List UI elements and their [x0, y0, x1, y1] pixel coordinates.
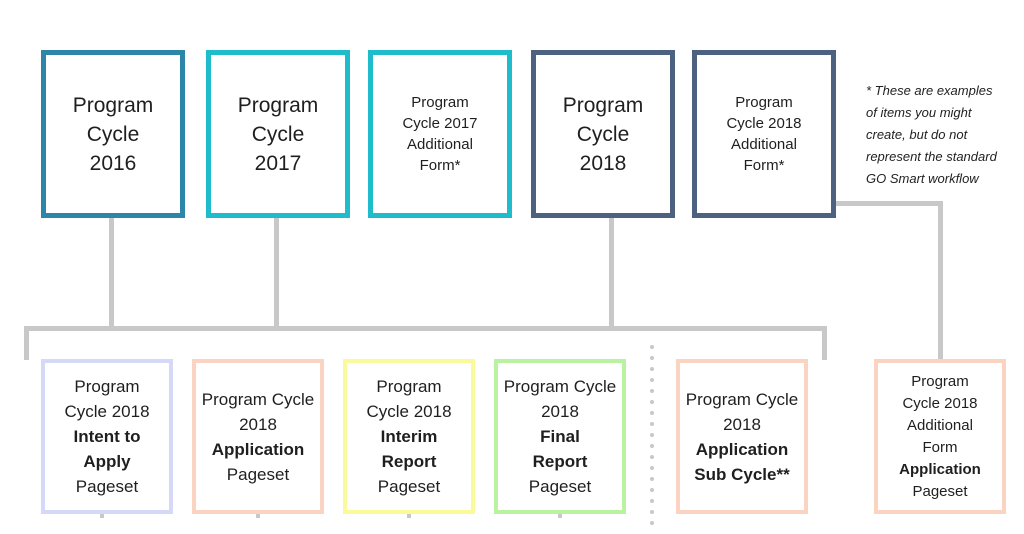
box-label-line: Program Cycle [685, 389, 799, 409]
box-label-line: Pageset [75, 477, 139, 496]
box-label-line: Program [376, 377, 442, 396]
connector-line-pc2016 [109, 217, 114, 331]
box-label-line: Additional [407, 136, 473, 153]
box-label-line: Application [695, 439, 789, 459]
box-label-line: Pageset [528, 477, 592, 496]
box-bottom-tick [100, 514, 104, 518]
box-interim-report-pageset: Program Cycle 2018 Interim Report Pagese… [343, 359, 475, 514]
box-program-cycle-2018: Program Cycle 2018 [531, 50, 675, 218]
footnote-line: of items you might [866, 105, 972, 120]
box-label-line: Program Cycle [201, 389, 315, 409]
box-label-line: 2018 [579, 151, 627, 175]
connector-bus-right-drop [822, 326, 827, 360]
box-label-line: Report [381, 452, 437, 471]
box-label-line: Report [532, 452, 588, 471]
box-final-report-pageset: Program Cycle 2018 Final Report Pageset [494, 359, 626, 514]
box-label-line: Form* [419, 157, 461, 174]
box-label-line: Intent to [73, 427, 141, 446]
box-label-line: Cycle 2018 [64, 402, 150, 421]
footnote-line: create, but do not [866, 127, 968, 142]
box-label-line: Sub Cycle** [694, 464, 790, 484]
box-label-line: Pageset [377, 477, 441, 496]
box-label-line: Program [562, 93, 644, 117]
connector-bus-left-drop [24, 326, 29, 360]
dotted-separator [650, 345, 654, 525]
box-label-line: Additional [731, 136, 797, 153]
box-label-line: 2018 [239, 414, 277, 434]
box-label-line: Cycle 2018 [366, 402, 452, 421]
box-label-line: Cycle 2018 [902, 394, 978, 412]
box-label-line: 2017 [254, 151, 302, 175]
box-label-line: Program [911, 372, 969, 390]
box-label-line: Program Cycle [503, 377, 617, 396]
box-label-line: Apply [83, 452, 131, 471]
box-label-line: Additional [907, 416, 973, 434]
box-label-line: Form* [743, 157, 785, 174]
box-bottom-tick [256, 514, 260, 518]
box-label-line: Program [411, 94, 469, 111]
box-label-line: 2018 [723, 414, 761, 434]
footnote-line: GO Smart workflow [866, 171, 979, 186]
box-label-line: Cycle 2018 [726, 115, 802, 132]
box-label-line: Interim [380, 427, 438, 446]
box-label-line: Cycle [251, 122, 305, 146]
box-bottom-tick [558, 514, 562, 518]
footnote-line: represent the standard [866, 149, 997, 164]
connector-pc2018-form-vertical [938, 201, 943, 359]
box-label-line: Program [237, 93, 319, 117]
box-label-line: Application [899, 460, 981, 478]
box-label-line: 2016 [89, 151, 137, 175]
box-program-cycle-2017: Program Cycle 2017 [206, 50, 350, 218]
box-application-pageset: Program Cycle 2018 Application Pageset [192, 359, 324, 514]
box-label-line: Form [922, 438, 958, 456]
connector-bus-horizontal [24, 326, 827, 331]
box-label-line: Cycle 2017 [402, 115, 478, 132]
box-label-line: Pageset [912, 482, 968, 500]
box-label-line: 2018 [541, 402, 579, 421]
connector-line-pc2017 [274, 217, 279, 331]
box-label-line: Program [74, 377, 140, 396]
box-additional-form-application-pageset: Program Cycle 2018 Additional Form Appli… [874, 359, 1006, 514]
box-bottom-tick [407, 514, 411, 518]
box-label-line: Application [211, 439, 305, 459]
box-application-sub-cycle: Program Cycle 2018 Application Sub Cycle… [676, 359, 808, 514]
box-program-cycle-2018-additional-form: Program Cycle 2018 Additional Form* [692, 50, 836, 218]
box-label-line: Final [540, 427, 580, 446]
box-intent-to-apply-pageset: Program Cycle 2018 Intent to Apply Pages… [41, 359, 173, 514]
box-label-line: Cycle [86, 122, 140, 146]
footnote-line: * These are examples [866, 83, 993, 98]
box-program-cycle-2017-additional-form: Program Cycle 2017 Additional Form* [368, 50, 512, 218]
box-label-line: Pageset [226, 464, 290, 484]
box-program-cycle-2016: Program Cycle 2016 [41, 50, 185, 218]
box-label-line: Program [735, 94, 793, 111]
connector-pc2018-form-horizontal [836, 201, 943, 206]
footnote: * These are examples of items you might … [866, 80, 1024, 190]
box-label-line: Cycle [576, 122, 630, 146]
box-label-line: Program [72, 93, 154, 117]
connector-line-pc2018 [609, 217, 614, 331]
